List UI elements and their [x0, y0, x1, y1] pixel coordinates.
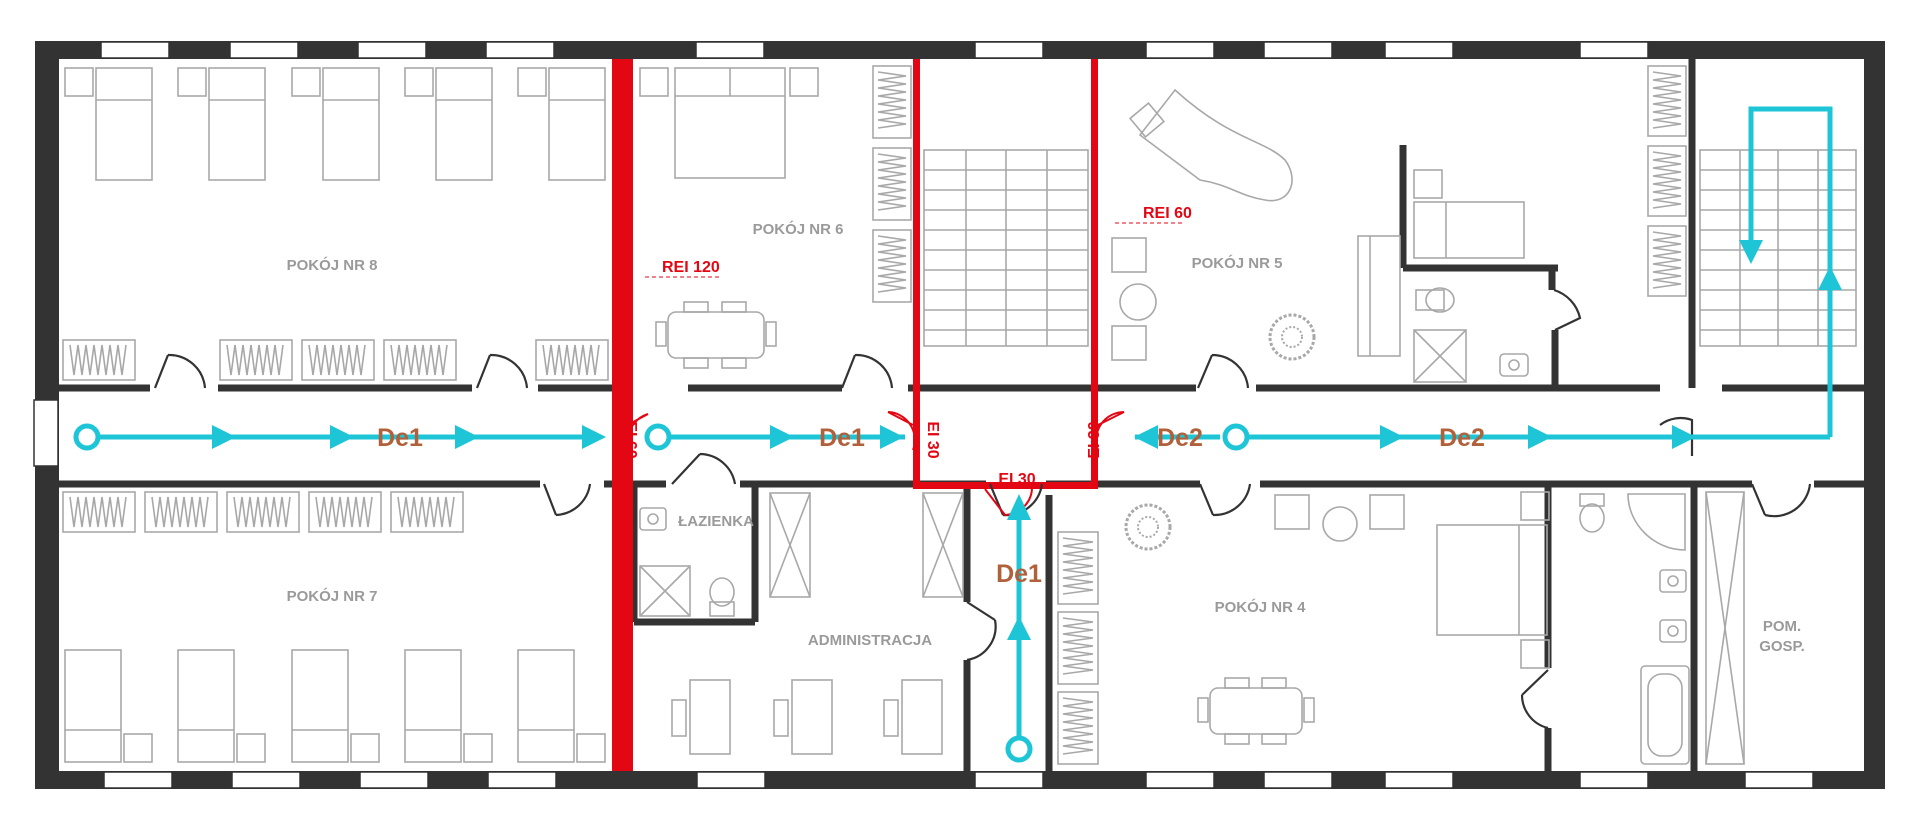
piano-room-5 [1128, 88, 1293, 202]
arrow-right-icon [330, 425, 354, 449]
room-7-label: POKÓJ NR 7 [287, 587, 378, 605]
arrow-right-icon [770, 425, 794, 449]
arrow-right-icon [1672, 425, 1696, 449]
evacuation-routes [73, 106, 1842, 763]
armchairs-room-5 [1111, 235, 1401, 361]
doors [153, 288, 1812, 730]
table-room-4 [1197, 677, 1315, 745]
rating-ei30-right: EI 30 [1086, 421, 1103, 458]
wardrobe-pom [1705, 491, 1745, 765]
arrow-up-icon [1818, 266, 1842, 290]
plant-room-5 [1268, 313, 1316, 361]
route-de1-a: De1 [377, 424, 423, 452]
bathroom-label: ŁAZIENKA [678, 513, 754, 530]
plant-room-4 [1124, 503, 1172, 551]
beds-room-7 [64, 649, 606, 763]
desks-admin [671, 679, 943, 755]
table-room-6 [655, 301, 777, 369]
bathroom-room-4 [1579, 493, 1690, 765]
pom-label-line1: POM. [1763, 618, 1801, 635]
windows [33, 41, 1814, 789]
rating-ei30-bottom: EI 30 [998, 471, 1035, 488]
armchairs-room-4 [1274, 494, 1405, 542]
bed-room-4 [1436, 491, 1550, 669]
room-labels: POKÓJ NR 8 POKÓJ NR 6 POKÓJ NR 5 POKÓJ N… [287, 220, 1805, 655]
rating-rei60: REI 60 [1143, 205, 1192, 222]
fire-walls [612, 59, 1098, 771]
arrow-right-icon [1380, 425, 1404, 449]
route-de2-b: De2 [1439, 424, 1485, 452]
beds-room-8 [64, 67, 606, 181]
arrow-left-icon [1134, 425, 1158, 449]
bathroom-fixtures [639, 507, 735, 617]
wardrobes-room-8 [62, 339, 609, 381]
arrow-right-icon [582, 425, 606, 449]
wardrobes-room-4 [1057, 531, 1099, 765]
room-5-label: POKÓJ NR 5 [1192, 254, 1283, 272]
arrow-right-icon [212, 425, 236, 449]
admin-label: ADMINISTRACJA [808, 632, 932, 649]
arrow-down-icon [1739, 240, 1763, 264]
route-de2-a: De2 [1157, 424, 1203, 452]
route-de1-vertical: De1 [996, 560, 1042, 588]
rating-ei60: EI 60 [622, 421, 639, 458]
stairs-right [1699, 149, 1857, 347]
rating-ei30-left: EI 30 [924, 421, 941, 458]
bathroom-room-5 [1413, 287, 1529, 383]
rating-rei120: REI 120 [662, 259, 720, 276]
route-de1-b: De1 [819, 424, 865, 452]
exterior-walls [35, 41, 1885, 789]
wardrobes-room-7 [62, 491, 464, 533]
wardrobes-room-5 [1647, 65, 1687, 297]
room-4-label: POKÓJ NR 4 [1215, 598, 1307, 616]
stairs-main [923, 149, 1089, 347]
interior-walls [59, 59, 1864, 771]
fire-ratings: REI 120 REI 60 EI 60 EI 30 EI 30 EI 30 [622, 205, 1192, 488]
arrow-up-icon [1007, 616, 1031, 640]
room-6-label: POKÓJ NR 6 [753, 220, 844, 238]
bed-room-6 [639, 67, 819, 179]
pom-label-line2: GOSP. [1759, 638, 1805, 655]
room-8-label: POKÓJ NR 8 [287, 256, 378, 274]
arrow-up-icon [1007, 494, 1031, 520]
arrow-right-icon [455, 425, 479, 449]
bed-room-5 [1413, 169, 1525, 259]
cabinets-admin [769, 492, 964, 598]
arrow-right-icon [1528, 425, 1552, 449]
arrow-right-icon [880, 425, 904, 449]
wardrobes-room-6 [872, 65, 912, 303]
route-labels: De1 De1 De2 De2 De1 [377, 424, 1485, 588]
